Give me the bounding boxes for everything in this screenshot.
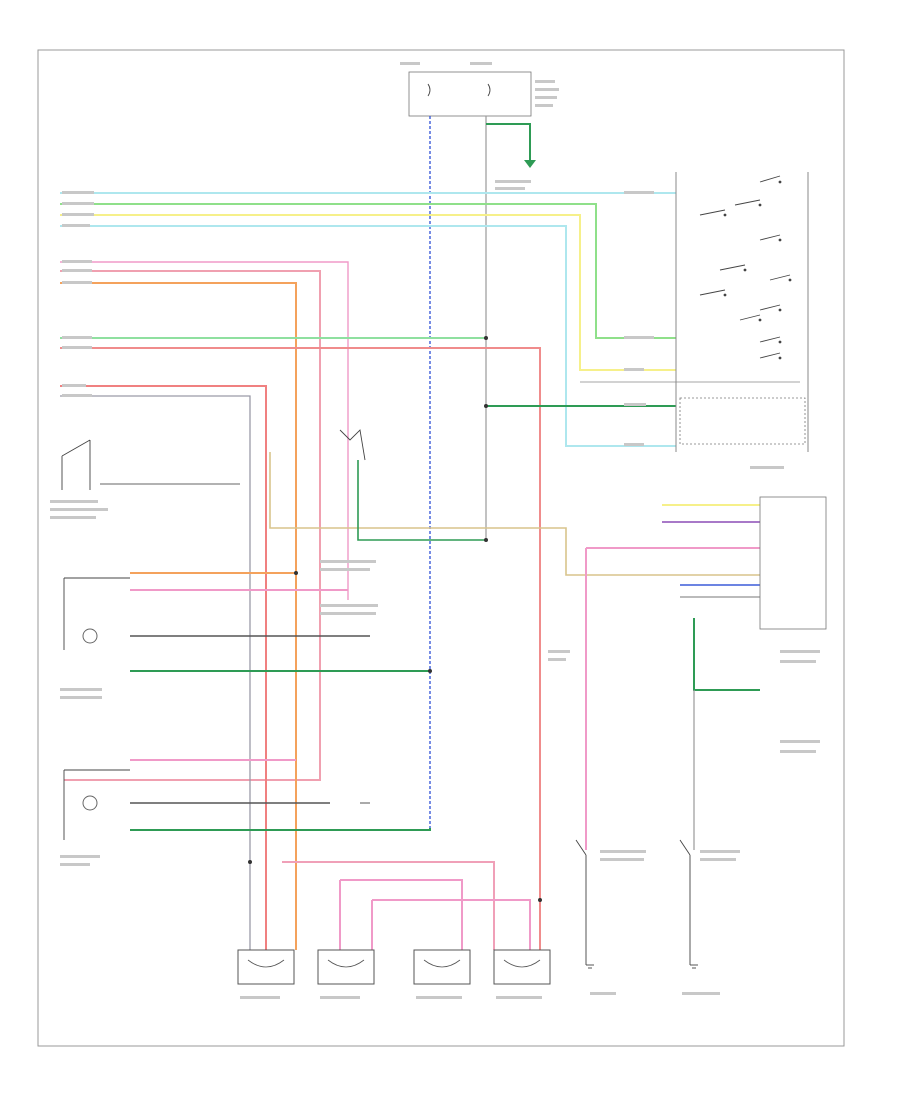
- wire-yellow-3: [60, 214, 676, 371]
- diagram-border: [37, 49, 845, 1047]
- fuse-symbol: [427, 83, 491, 97]
- wire-dark-green-right: [693, 618, 760, 691]
- actuator-left-front: [237, 949, 295, 985]
- wire-pink-loop2: [340, 879, 463, 950]
- splice-points: [248, 336, 542, 902]
- wire-purple-d: [60, 395, 251, 950]
- wire-orange-3: [60, 282, 297, 950]
- wire-pink-loop1: [282, 861, 495, 950]
- wire-red-c: [60, 385, 267, 950]
- actuator-switches: [575, 839, 691, 965]
- wire-dark-green-ground: [486, 123, 531, 160]
- wire-tan: [269, 452, 760, 576]
- left-door-switch-mid: [63, 577, 130, 650]
- ground-symbols: [360, 802, 698, 969]
- left-door-switch-low: [63, 769, 130, 840]
- illegible-label-marks: [50, 62, 820, 999]
- left-door-switch-top: [61, 439, 240, 490]
- actuator-left-rear: [317, 949, 375, 985]
- relay-symbol: [339, 429, 366, 461]
- door-lock-actuators: [237, 949, 551, 985]
- actuator-right-rear: [493, 949, 551, 985]
- fuse-box: [408, 71, 532, 117]
- wire-red-pink-b: [60, 347, 541, 950]
- wire-light-blue-4: [60, 225, 676, 447]
- actuator-passenger: [413, 949, 471, 985]
- wire-pink-right: [585, 547, 760, 850]
- wire-green-relay: [357, 460, 486, 541]
- control-module-right: [759, 496, 827, 630]
- wire-pink-1: [60, 261, 349, 600]
- wire-green-row2: [130, 828, 431, 831]
- ground-symbol-top: [524, 160, 536, 168]
- wire-red-2: [60, 270, 321, 781]
- wire-pink-loop3: [372, 899, 531, 950]
- window-lock-switch-assembly: [580, 172, 809, 452]
- wire-group: [60, 116, 760, 950]
